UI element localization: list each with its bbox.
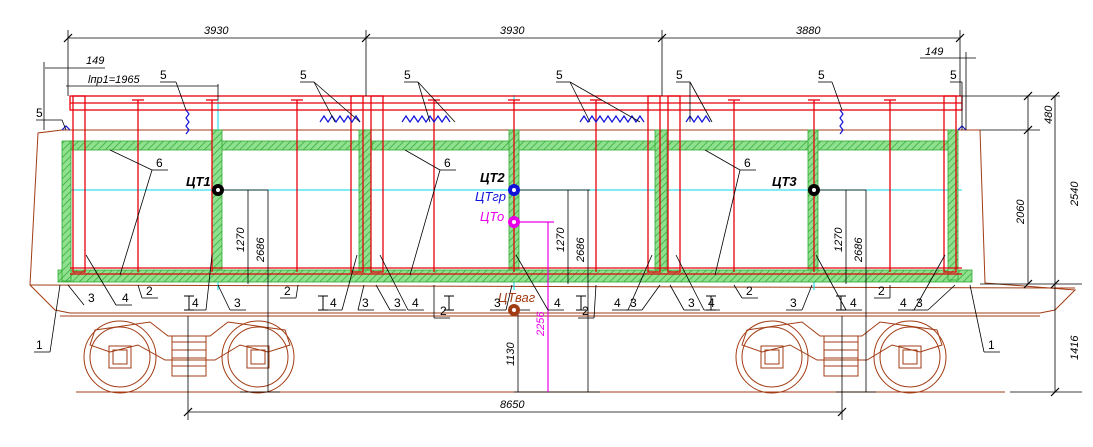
dim-2686-left: 2686: [255, 237, 267, 263]
callout-5: 5: [950, 68, 957, 82]
cto-marker: [508, 216, 520, 228]
callout-3: 3: [88, 291, 95, 305]
beam-symbols: [184, 295, 846, 311]
callout-2: 2: [284, 284, 291, 298]
callout-1: 1: [988, 338, 995, 352]
callout-1: 1: [36, 338, 43, 352]
callout-4: 4: [330, 296, 337, 310]
callout-6: 6: [444, 156, 451, 170]
callout-3: 3: [790, 296, 797, 310]
dim-480: 480: [1043, 105, 1055, 124]
label-ct3: ЦТ3: [772, 174, 797, 189]
bogie-left: [83, 320, 295, 394]
dim-span-2: 3930: [500, 25, 525, 37]
callout-2: 2: [440, 304, 447, 318]
callout-3: 3: [362, 296, 369, 310]
dim-2060: 2060: [1015, 199, 1027, 225]
callout-4: 4: [708, 296, 715, 310]
dim-1130: 1130: [505, 341, 517, 366]
callout-3: 3: [916, 296, 923, 310]
dim-1270-right: 1270: [833, 227, 845, 252]
load-frames: [57, 129, 973, 283]
dim-2686-right: 2686: [853, 237, 865, 263]
dim-lpr: lпр1=1965: [88, 74, 141, 86]
dim-8650: 8650: [500, 399, 525, 411]
bogie-right: [735, 320, 947, 394]
callout-4: 4: [850, 296, 857, 310]
ctvag-marker: [508, 304, 520, 316]
dim-span-3: 3880: [796, 25, 821, 37]
dim-2686-mid: 2686: [575, 237, 587, 263]
dim-1270-left: 1270: [235, 227, 247, 252]
label-ctgr: ЦТгр: [475, 189, 506, 204]
callout-5: 5: [676, 68, 683, 82]
dimension-lines: [43, 30, 1082, 420]
label-ct1: ЦТ1: [186, 174, 211, 189]
dim-2540: 2540: [1069, 181, 1081, 207]
car-body-outline: [29, 129, 1077, 393]
ct3-marker: [808, 184, 820, 196]
dim-1416: 1416: [1069, 335, 1081, 360]
dim-1270-mid: 1270: [555, 227, 567, 252]
dim-span-1: 3930: [204, 25, 229, 37]
callout-5: 5: [160, 68, 167, 82]
callout-3: 3: [394, 296, 401, 310]
label-ct2: ЦТ2: [480, 170, 505, 185]
callout-4: 4: [122, 291, 129, 305]
callout-5: 5: [404, 68, 411, 82]
callout-6: 6: [156, 156, 163, 170]
callout-2: 2: [746, 284, 753, 298]
callout-3: 3: [494, 296, 501, 310]
dim-left-offset: 149: [86, 55, 104, 67]
callout-4: 4: [192, 296, 199, 310]
ct2-marker: [508, 184, 520, 196]
callout-3: 3: [234, 296, 241, 310]
callout-3: 3: [688, 296, 695, 310]
dim-2256: 2256: [535, 311, 547, 337]
magenta-dimension: [514, 221, 554, 392]
callout-4: 4: [900, 296, 907, 310]
callout-2: 2: [582, 304, 589, 318]
dim-right-offset: 149: [925, 46, 943, 58]
callout-2: 2: [878, 284, 885, 298]
stanchions: [69, 95, 963, 275]
dimension-ticks: [63, 33, 1060, 417]
callout-5: 5: [36, 106, 43, 120]
callout-5: 5: [300, 68, 307, 82]
callout-4: 4: [554, 296, 561, 310]
callout-5: 5: [556, 68, 563, 82]
callout-3: 3: [630, 296, 637, 310]
ct1-marker: [212, 184, 224, 196]
label-ctvag: ЦТваг: [498, 290, 536, 305]
callout-6: 6: [744, 156, 751, 170]
callout-4: 4: [412, 296, 419, 310]
label-cto: ЦТо: [480, 209, 504, 224]
callout-2: 2: [146, 284, 153, 298]
callout-5: 5: [818, 68, 825, 82]
callout-4: 4: [614, 296, 621, 310]
callout-leaders: [34, 81, 1000, 353]
